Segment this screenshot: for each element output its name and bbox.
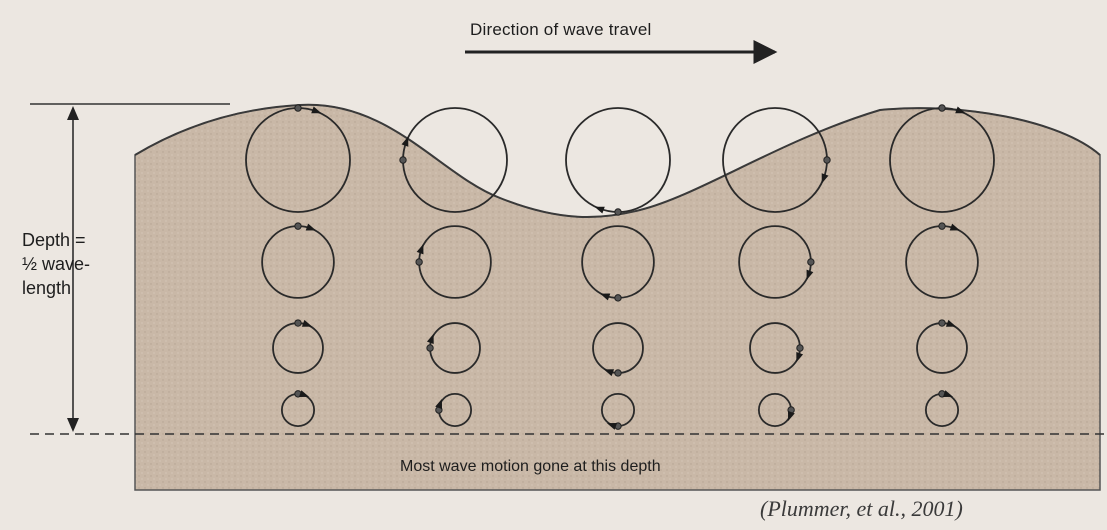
orbit-direction-arrow bbox=[942, 390, 954, 398]
depth-label-line: ½ wave- bbox=[22, 254, 91, 274]
orbit-direction-arrow bbox=[311, 106, 322, 114]
water-particle bbox=[796, 344, 804, 352]
orbit-direction-arrow bbox=[301, 319, 313, 327]
orbit-direction-arrow bbox=[435, 398, 443, 410]
water-particle bbox=[938, 319, 946, 327]
water-particle bbox=[807, 258, 815, 266]
orbit-direction-arrow bbox=[298, 390, 310, 398]
water-particle bbox=[614, 294, 622, 302]
citation: (Plummer, et al., 2001) bbox=[760, 496, 963, 521]
wave-surface-line bbox=[134, 103, 1101, 218]
orbit-direction-arrow bbox=[787, 410, 795, 422]
orbit-direction-arrow bbox=[821, 173, 829, 184]
orbit-direction-arrow bbox=[594, 206, 605, 214]
water-particle bbox=[614, 208, 622, 216]
water-particle bbox=[614, 369, 622, 377]
orbit-direction-arrow bbox=[955, 106, 966, 114]
orbit-circles bbox=[245, 104, 995, 430]
water-particle bbox=[938, 222, 946, 230]
orbit-direction-arrow bbox=[603, 369, 615, 377]
orbit-direction-arrow bbox=[600, 293, 611, 301]
water-particle bbox=[399, 156, 407, 164]
water-particle bbox=[415, 258, 423, 266]
orbit-direction-arrow bbox=[401, 136, 409, 147]
orbit-direction-arrow bbox=[949, 223, 960, 231]
orbit-direction-arrow bbox=[806, 269, 814, 280]
water-particle bbox=[294, 104, 302, 112]
water-particle bbox=[938, 104, 946, 112]
depth-arrow-top-head bbox=[67, 106, 79, 120]
orbit-direction-arrow bbox=[426, 333, 434, 345]
water-particle bbox=[294, 319, 302, 327]
depth-label-line: Depth = bbox=[22, 230, 86, 250]
orbit-direction-arrow bbox=[945, 319, 957, 327]
wave-base-note: Most wave motion gone at this depth bbox=[400, 458, 661, 475]
orbit-circle bbox=[565, 107, 671, 213]
orbit-direction-arrow bbox=[796, 351, 804, 363]
water-particle bbox=[426, 344, 434, 352]
water-particle bbox=[294, 222, 302, 230]
water-particle bbox=[823, 156, 831, 164]
orbit-direction-arrow bbox=[416, 244, 424, 255]
direction-of-travel-label: Direction of wave travel bbox=[470, 20, 652, 39]
depth-label: Depth = ½ wave- length bbox=[22, 228, 132, 300]
orbit-direction-arrow bbox=[305, 223, 316, 231]
orbit-direction-arrow bbox=[606, 422, 618, 430]
depth-arrow-bottom-head bbox=[67, 418, 79, 432]
depth-label-line: length bbox=[22, 278, 72, 298]
